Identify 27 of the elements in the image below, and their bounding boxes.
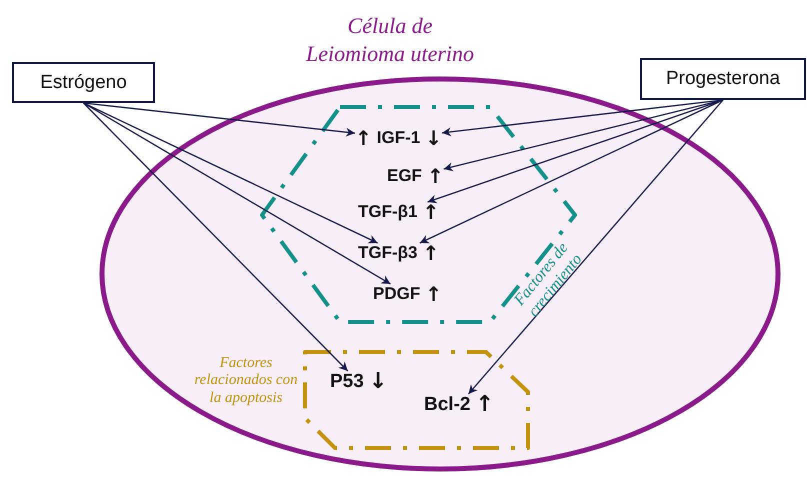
arrow <box>468 100 724 394</box>
cell-title: Célula de Leiomioma uterino <box>304 12 476 67</box>
trend-arrow: ↓ <box>368 371 388 393</box>
arrow <box>83 102 378 244</box>
factor-label: P53 <box>330 371 364 393</box>
factor-label: IGF-1 <box>376 128 420 148</box>
trend-arrow: ↑ <box>422 243 440 263</box>
arrow <box>427 99 724 204</box>
trend-arrow: ↓ <box>425 128 442 148</box>
arrow <box>83 102 348 372</box>
arrow <box>420 99 724 244</box>
factor-label: PDGF <box>373 284 420 304</box>
trend-arrow: ↑ <box>422 202 440 222</box>
factor-label: Bcl-2 <box>424 394 470 416</box>
arrow <box>83 102 391 285</box>
factor-label: TGF-β3 <box>358 243 418 263</box>
trend-arrow: ↑ <box>475 394 494 416</box>
factor-label: TGF-β1 <box>358 202 418 222</box>
hormone-box: Estrógeno <box>12 62 155 103</box>
factor-label: EGF <box>387 166 422 186</box>
hormone-box: Progesterona <box>640 58 806 100</box>
group-label: Factores relacionados con la apoptosis <box>193 355 299 407</box>
arrow <box>444 99 724 172</box>
arrow <box>83 102 356 137</box>
trend-arrow: ↑ <box>425 284 442 304</box>
trend-arrow: ↑ <box>355 128 372 148</box>
trend-arrow: ↑ <box>426 166 444 186</box>
